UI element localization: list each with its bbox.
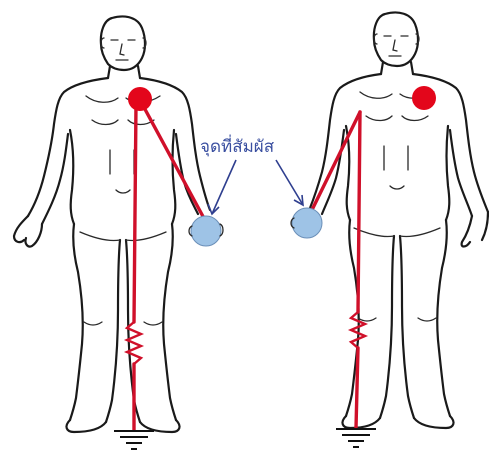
left-heart-dot <box>128 87 152 111</box>
right-human-figure <box>310 12 488 428</box>
right-hand-contact <box>291 208 322 238</box>
left-ground-symbol <box>114 431 154 449</box>
right-heart-dot <box>412 86 436 110</box>
right-wire-chest-to-hand <box>310 112 360 214</box>
right-current-path <box>310 112 365 428</box>
left-hand-contact <box>189 216 223 246</box>
right-wire-resistor-to-ground <box>356 348 358 428</box>
right-pointer-arrow <box>276 160 303 205</box>
left-human-figure <box>14 16 210 432</box>
contact-point-label: จุดที่สัมผัส <box>200 134 275 157</box>
left-wire-heart-to-resistor <box>134 104 136 322</box>
right-wire-chest-to-resistor <box>358 112 360 312</box>
left-pointer-arrow <box>208 160 236 214</box>
right-ground-symbol <box>336 429 376 447</box>
